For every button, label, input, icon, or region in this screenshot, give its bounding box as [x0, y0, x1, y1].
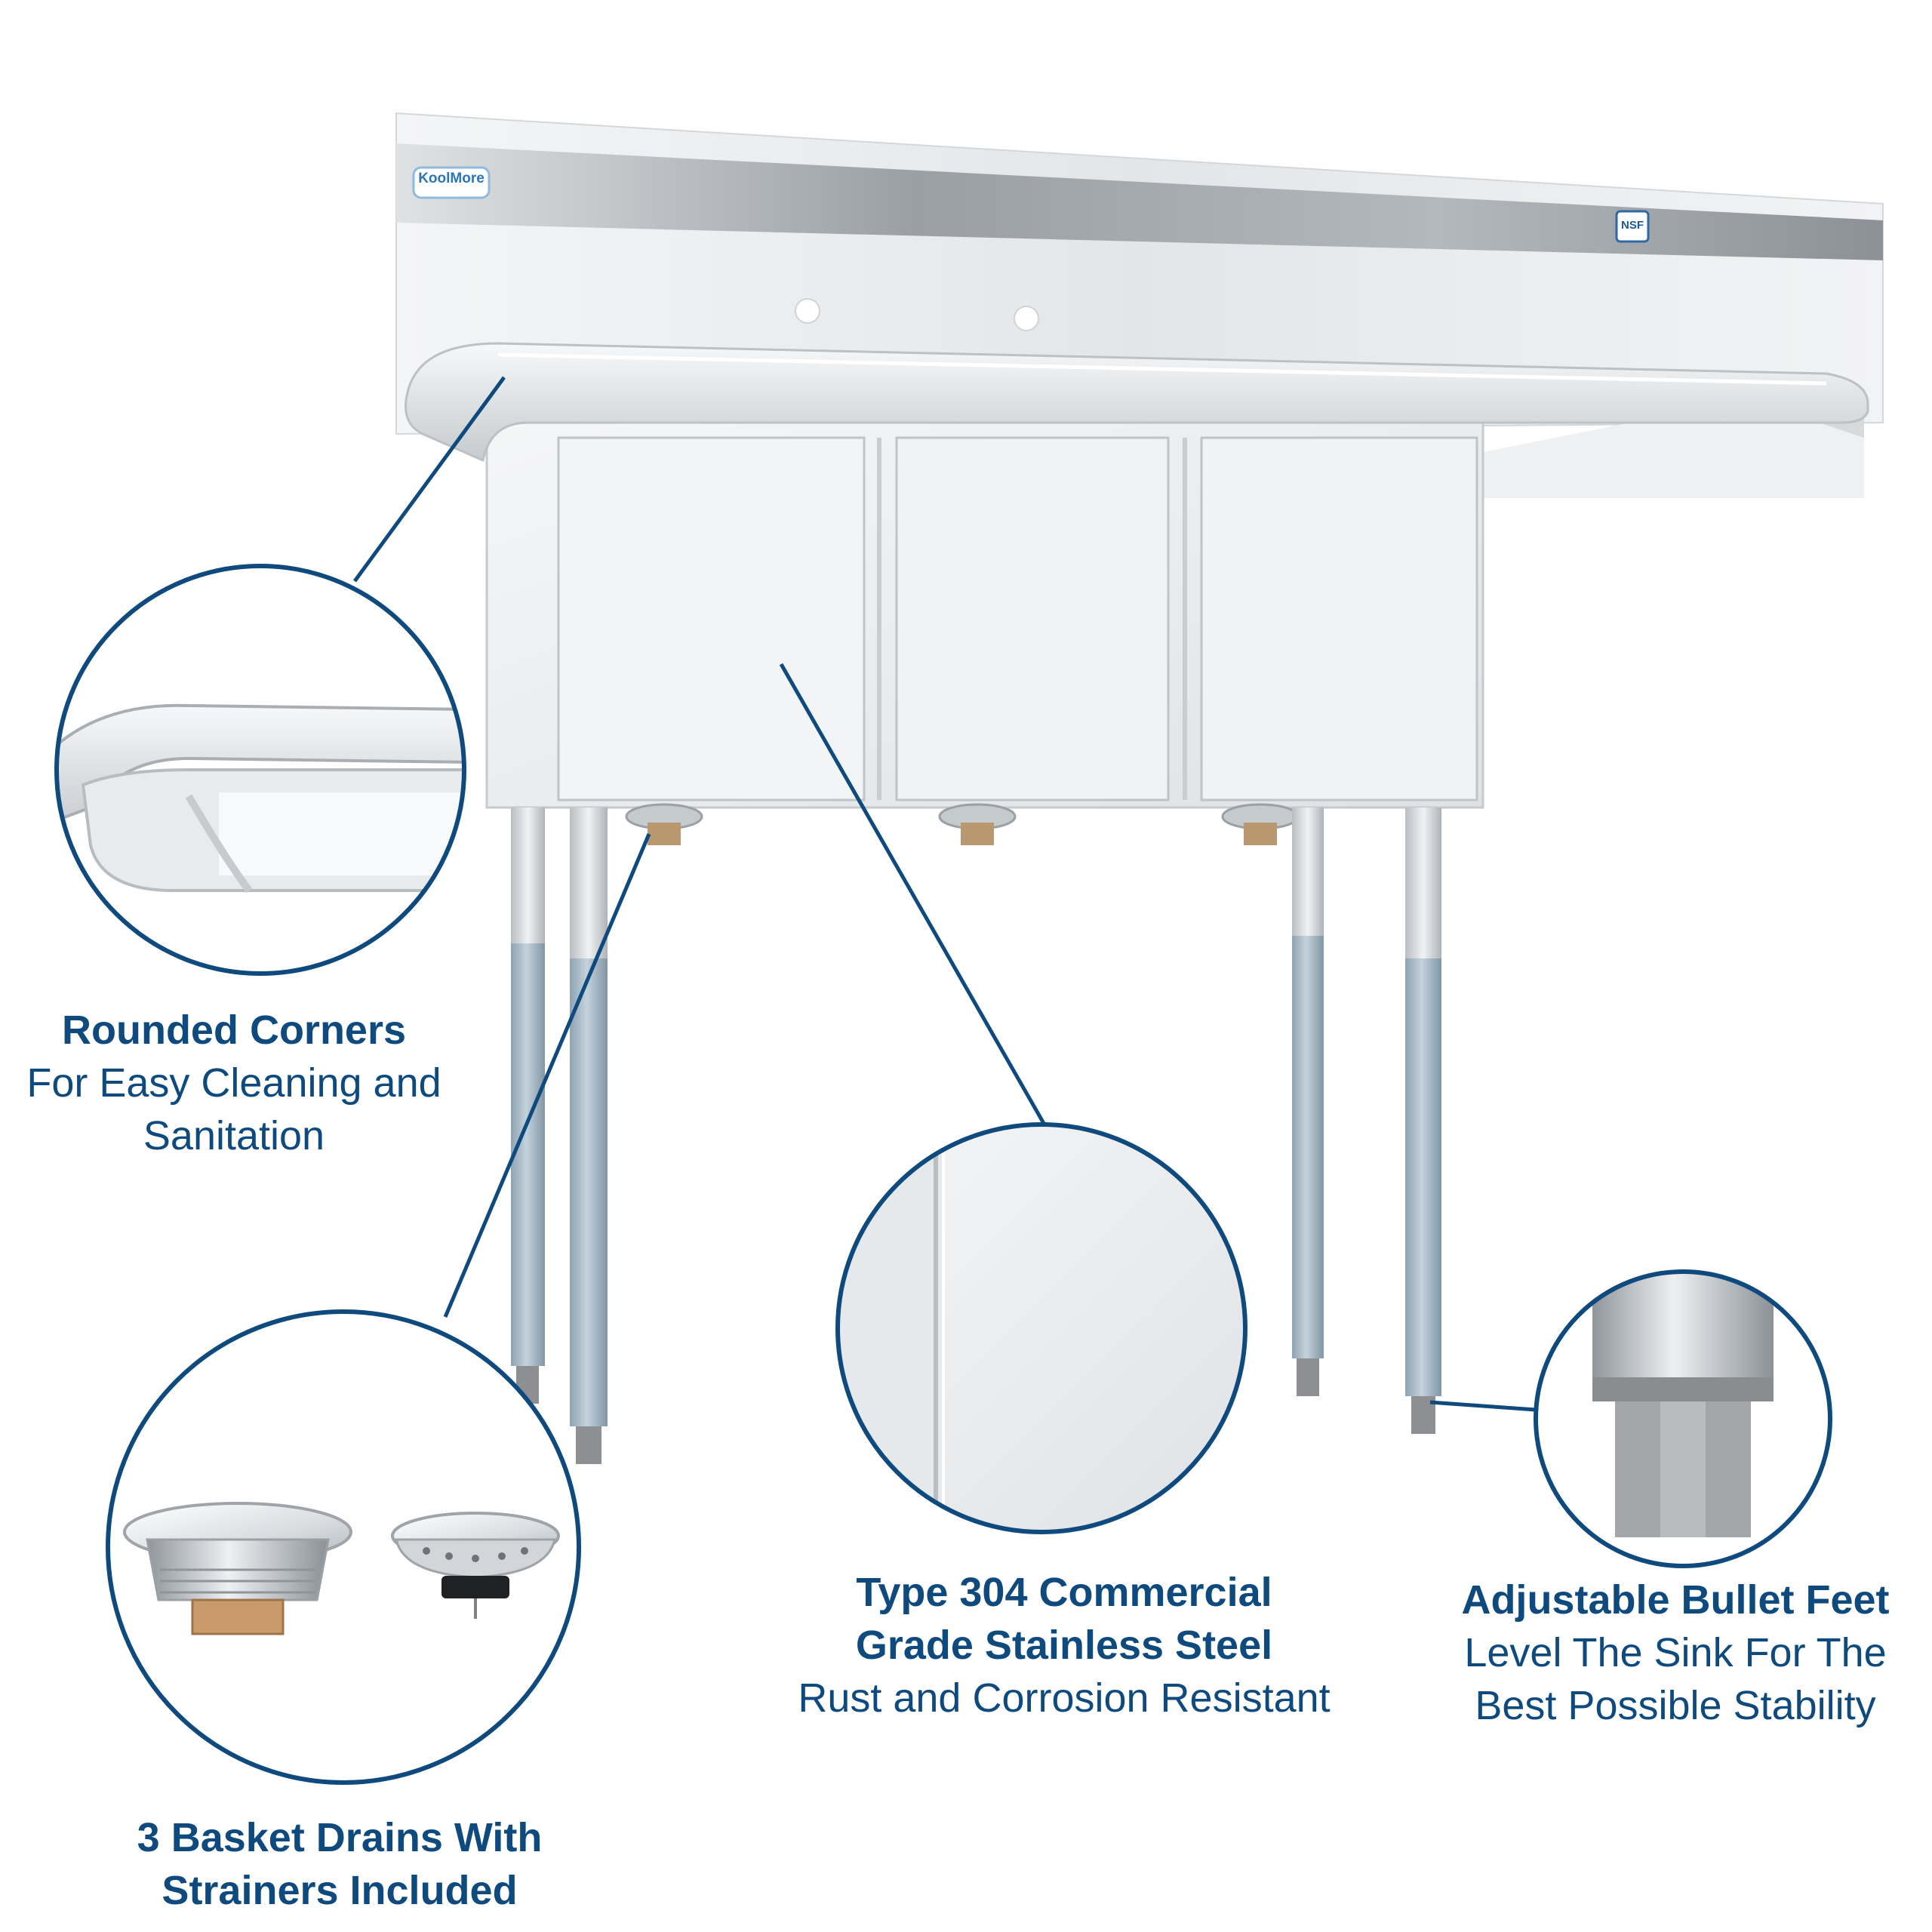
basket-drains-zoom	[106, 1309, 581, 1785]
caption-bullet-feet: Adjustable Bullet Feet Level The Sink Fo…	[1434, 1574, 1917, 1732]
caption-rounded-corners-title: Rounded Corners	[61, 1008, 407, 1053]
bullet-feet-zoom	[1534, 1269, 1832, 1568]
brand-logo: KoolMore	[418, 171, 485, 186]
caption-stainless-steel-subtitle: Rust and Corrosion Resistant	[798, 1675, 1331, 1721]
caption-rounded-corners: Rounded Corners For Easy Cleaning and Sa…	[0, 1004, 468, 1162]
caption-bullet-feet-line1: Level The Sink For The	[1464, 1630, 1887, 1675]
stainless-steel-zoom	[835, 1122, 1247, 1534]
rounded-corners-zoom	[54, 564, 466, 976]
caption-rounded-corners-line1: For Easy Cleaning and	[26, 1060, 441, 1106]
nsf-logo: NSF	[1621, 219, 1644, 232]
caption-bullet-feet-title: Adjustable Bullet Feet	[1461, 1577, 1890, 1623]
caption-basket-drains-line1: 3 Basket Drains With	[137, 1815, 543, 1860]
brand-logo-plate	[412, 166, 491, 199]
caption-stainless-steel-line2: Grade Stainless Steel	[855, 1623, 1273, 1668]
nsf-logo-plate	[1615, 210, 1650, 243]
caption-stainless-steel: Type 304 Commercial Grade Stainless Stee…	[762, 1566, 1366, 1724]
caption-basket-drains-line2: Strainers Included	[162, 1868, 518, 1913]
legs	[511, 808, 1441, 1464]
caption-bullet-feet-line2: Best Possible Stability	[1475, 1683, 1876, 1728]
callout-lines	[352, 376, 1537, 1412]
sink-rim	[405, 342, 1869, 463]
caption-rounded-corners-line2: Sanitation	[143, 1113, 325, 1158]
sink-body	[485, 421, 1484, 809]
basket-drains	[625, 803, 1300, 845]
caption-stainless-steel-line1: Type 304 Commercial	[856, 1570, 1272, 1615]
caption-basket-drains: 3 Basket Drains With Strainers Included	[83, 1811, 596, 1917]
